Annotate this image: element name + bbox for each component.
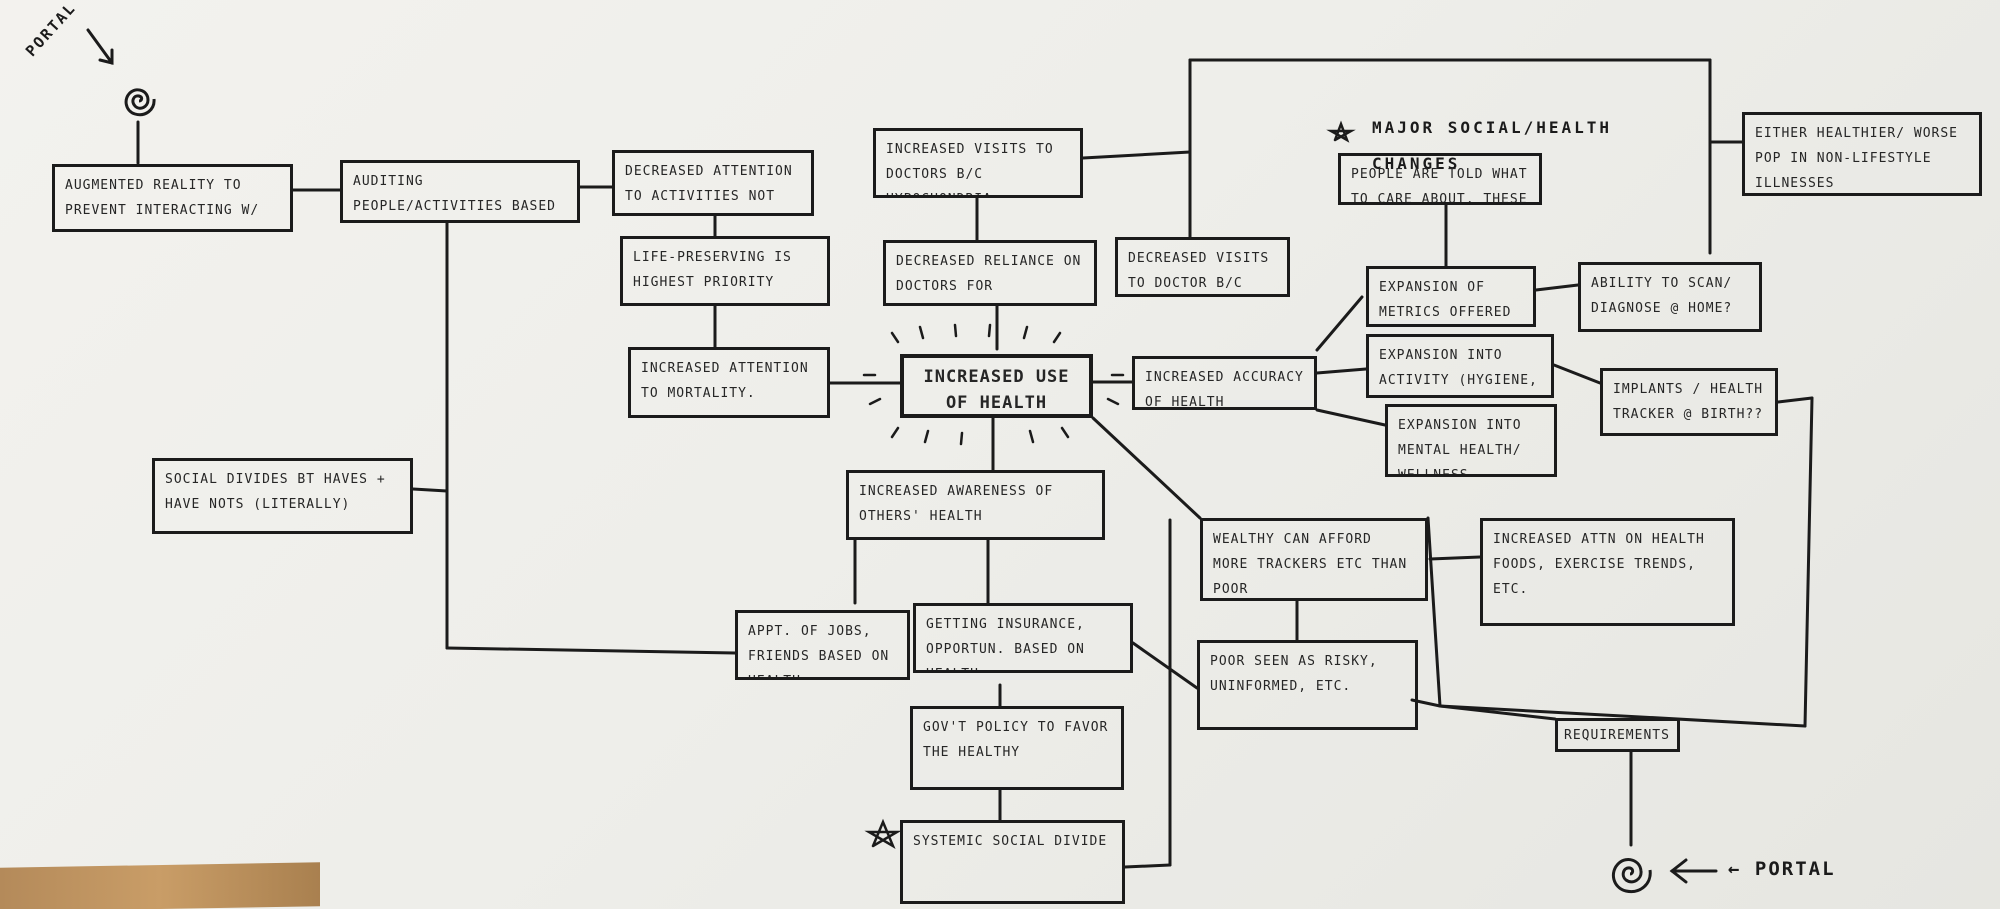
node-people-told-what-to-care: People are told what to care about, thes… [1338,153,1542,205]
node-either-healthier: Either healthier/ worse pop in non-lifes… [1742,112,1982,196]
node-decreased-reliance: Decreased reliance on doctors for quanti… [883,240,1097,306]
node-wealthy-afford: Wealthy can afford more trackers etc tha… [1200,518,1428,601]
node-increased-visits: Increased visits to doctors b/c hypochon… [873,128,1083,198]
node-expansion-metrics: Expansion of metrics offered [1366,266,1536,327]
portal-spiral-icon [124,88,156,117]
node-expansion-activity: Expansion into activity (hygiene, sleep,… [1366,334,1554,398]
node-decreased-attention: Decreased attention to activities not re… [612,150,814,216]
node-systemic-social-divide: Systemic social divide [900,820,1125,904]
node-augmented-reality: Augmented reality to prevent interacting… [52,164,293,232]
node-implants: Implants / health tracker @ birth?? [1600,368,1778,436]
node-awareness-others-health: Increased awareness of others' health [846,470,1105,540]
node-expansion-mental-health: Expansion into mental health/ wellness [1385,404,1557,477]
node-poor-seen-risky: Poor seen as risky, uninformed, etc. [1197,640,1418,730]
portal-spiral-icon [1611,858,1652,894]
node-getting-insurance: Getting insurance, opportun. based on he… [913,603,1133,673]
node-increased-accuracy: Increased accuracy of health diagnostics… [1132,356,1317,410]
portal-label-bottom: ← Portal [1728,858,1836,880]
node-auditing-people: Auditing people/activities based on heal… [340,160,580,223]
node-requirements: Requirements [1555,718,1680,752]
node-ability-to-scan: Ability to scan/ diagnose @ home? [1578,262,1762,332]
node-decreased-visits: Decreased visits to doctor b/c people th… [1115,237,1290,297]
node-life-preserving: Life-preserving is highest priority [620,236,830,306]
node-govt-policy: Gov't policy to favor the healthy [910,706,1124,790]
node-increased-use-health-trackers: Increased use of health trackers [900,354,1093,418]
node-increased-attn-foods: Increased attn on health foods, exercise… [1480,518,1735,626]
node-mortality-attention: Increased attention to mortality. [628,347,830,418]
major-changes-title: Major social/health changes [1372,118,1613,173]
node-appt-of-jobs: Appt. of jobs, friends based on health [735,610,910,680]
node-social-divides: Social divides bt haves + have nots (lit… [152,458,413,534]
